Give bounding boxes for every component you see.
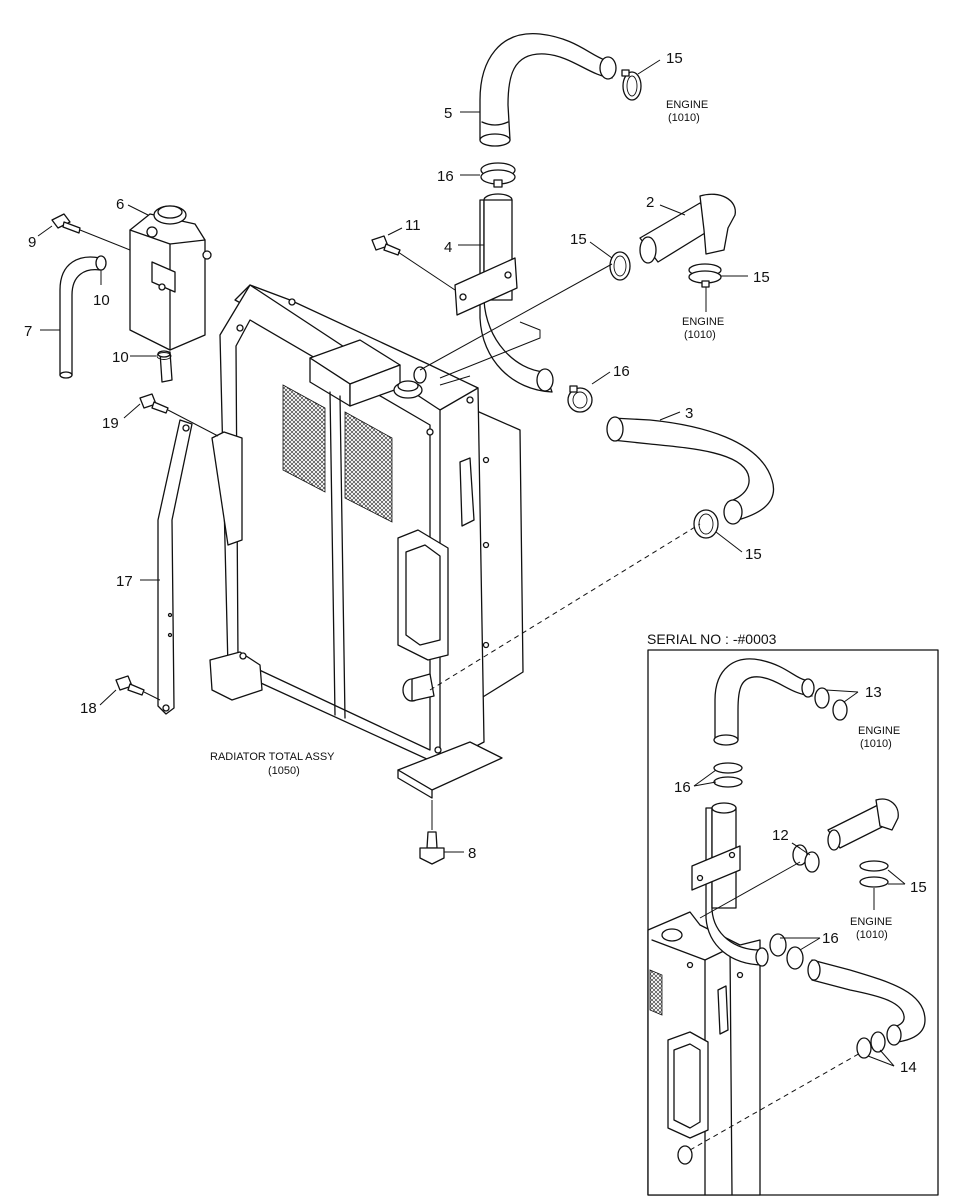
callout-4: 4 xyxy=(444,239,452,256)
pipe-4 xyxy=(454,193,554,393)
radiator-assembly xyxy=(209,284,524,799)
inset-callout-12: 12 xyxy=(772,827,789,844)
clamp-16-mid xyxy=(567,385,593,413)
callout-10-lower: 10 xyxy=(112,349,129,366)
clamp-15-lower xyxy=(693,509,719,539)
clip-10-lower xyxy=(156,352,172,360)
callout-15-lower: 15 xyxy=(745,546,762,563)
clip-10-upper xyxy=(95,255,107,271)
engine-ref-top-line2: (1010) xyxy=(668,112,700,124)
callout-17: 17 xyxy=(116,573,133,590)
callout-8: 8 xyxy=(468,845,476,862)
pipe-2 xyxy=(639,193,736,264)
callout-numbers: 5 15 16 4 2 15 15 16 3 15 6 9 10 10 7 19… xyxy=(24,50,770,862)
inset-callout-13: 13 xyxy=(865,684,882,701)
engine-ref-right-line1: ENGINE xyxy=(682,316,724,328)
inset-engine-mid-line2: (1010) xyxy=(856,929,888,941)
inset-engine-top-line2: (1010) xyxy=(860,738,892,750)
inset-engine-mid-line1: ENGINE xyxy=(850,916,892,928)
overflow-hose-7 xyxy=(59,256,101,379)
callout-18: 18 xyxy=(80,700,97,717)
bolt-9 xyxy=(51,213,131,251)
bolt-19 xyxy=(139,393,219,437)
inset-engine-top-line1: ENGINE xyxy=(858,725,900,737)
engine-ref-top-line1: ENGINE xyxy=(666,99,708,111)
bolt-8 xyxy=(419,800,445,865)
callout-9: 9 xyxy=(28,234,36,251)
clamp-15-right xyxy=(688,263,722,288)
bolt-11 xyxy=(371,235,456,291)
callout-19: 19 xyxy=(102,415,119,432)
reservoir-tank-6 xyxy=(129,205,212,383)
serial-inset: SERIAL NO : -#0003 xyxy=(647,631,939,1196)
leader-lines xyxy=(37,59,748,853)
lower-hose-3 xyxy=(606,416,775,525)
callout-5: 5 xyxy=(444,105,452,122)
clamp-15-mid xyxy=(609,251,631,281)
clamp-15-top xyxy=(621,69,642,101)
radiator-label-line1: RADIATOR TOTAL ASSY xyxy=(210,751,335,763)
bolt-18 xyxy=(115,675,161,701)
clamp-16-top xyxy=(480,162,516,188)
callout-16-mid: 16 xyxy=(613,363,630,380)
callout-16-top: 16 xyxy=(437,168,454,185)
callout-10-upper: 10 xyxy=(93,292,110,309)
radiator-label-line2: (1050) xyxy=(268,765,300,777)
inset-title: SERIAL NO : -#0003 xyxy=(647,631,777,647)
callout-2: 2 xyxy=(646,194,654,211)
inset-callout-14: 14 xyxy=(900,1059,917,1076)
callout-15-right: 15 xyxy=(753,269,770,286)
inset-callout-16-top: 16 xyxy=(674,779,691,796)
callout-11: 11 xyxy=(405,217,421,234)
inset-callout-15: 15 xyxy=(910,879,927,896)
stay-17 xyxy=(157,419,193,715)
callout-3: 3 xyxy=(685,405,693,422)
callout-6: 6 xyxy=(116,196,124,213)
engine-ref-right-line2: (1010) xyxy=(684,329,716,341)
callout-15-top: 15 xyxy=(666,50,683,67)
callout-7: 7 xyxy=(24,323,32,340)
callout-15-mid: 15 xyxy=(570,231,587,248)
inset-callout-16-bottom: 16 xyxy=(822,930,839,947)
upper-hose-5 xyxy=(479,33,617,147)
